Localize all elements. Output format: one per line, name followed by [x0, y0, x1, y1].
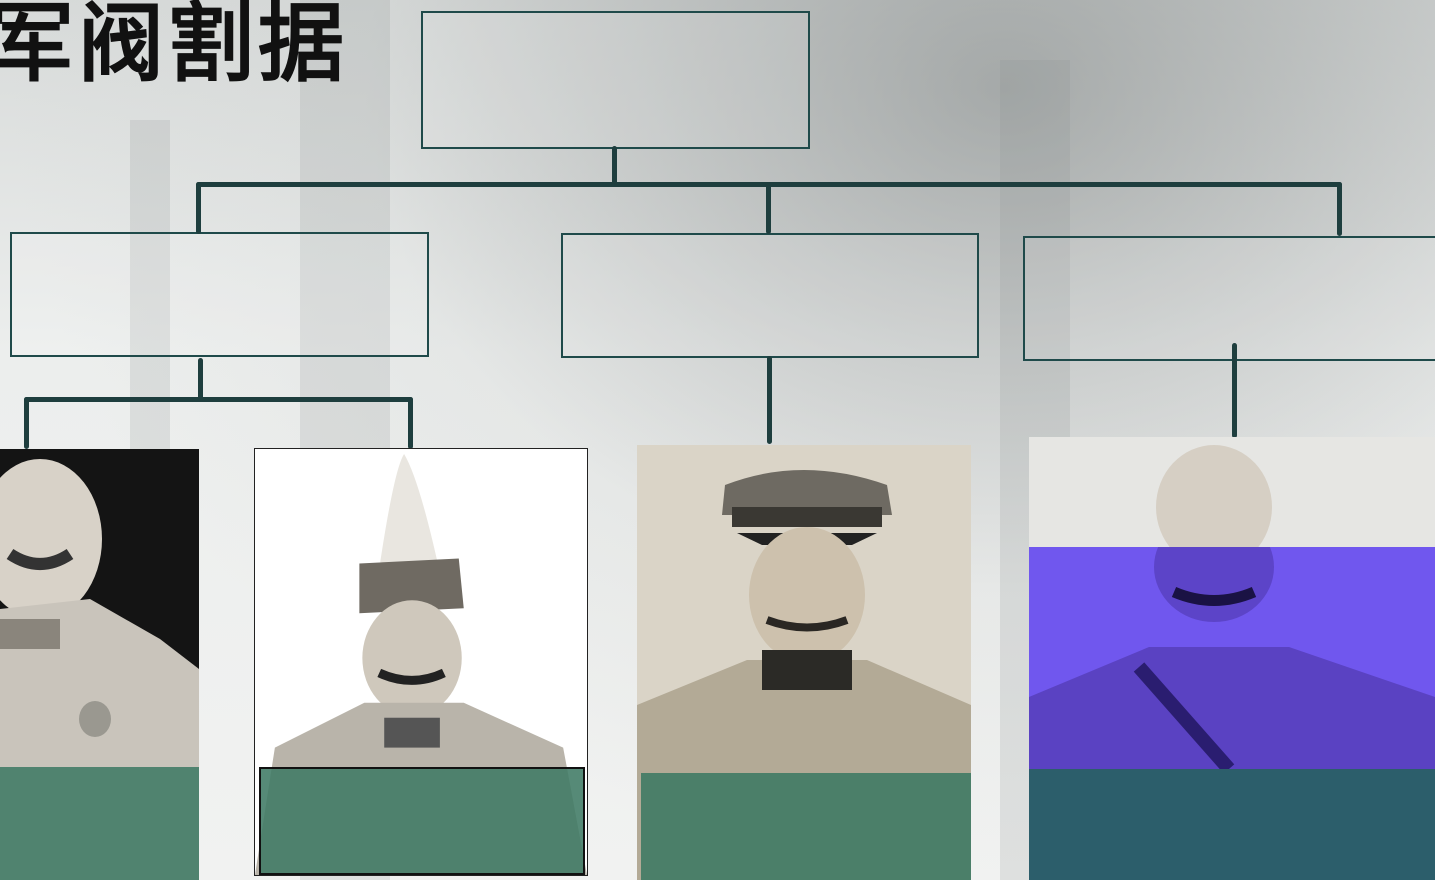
connector-drop-2	[766, 182, 771, 234]
connector-branch2-down	[767, 356, 772, 444]
portrait-photo-3	[637, 445, 971, 880]
connector-drop-1	[196, 182, 201, 234]
connector-branch1-right	[408, 397, 413, 449]
connector-root-down	[612, 146, 617, 186]
connector-branch1-left	[24, 397, 29, 449]
branch-box-3	[1023, 236, 1435, 361]
portrait-photo-4	[1029, 437, 1435, 880]
branch-box-1	[10, 232, 429, 357]
page-title: 军阀割据	[0, 0, 348, 94]
connector-branch3-down	[1232, 343, 1237, 438]
root-box	[421, 11, 810, 149]
portrait-photo-1	[0, 449, 199, 880]
branch-box-2	[561, 233, 979, 358]
portrait-photo-2	[254, 448, 588, 876]
connector-branch1-down	[198, 358, 203, 400]
connector-branch1-horizontal	[24, 397, 413, 402]
connector-drop-3	[1337, 182, 1342, 236]
